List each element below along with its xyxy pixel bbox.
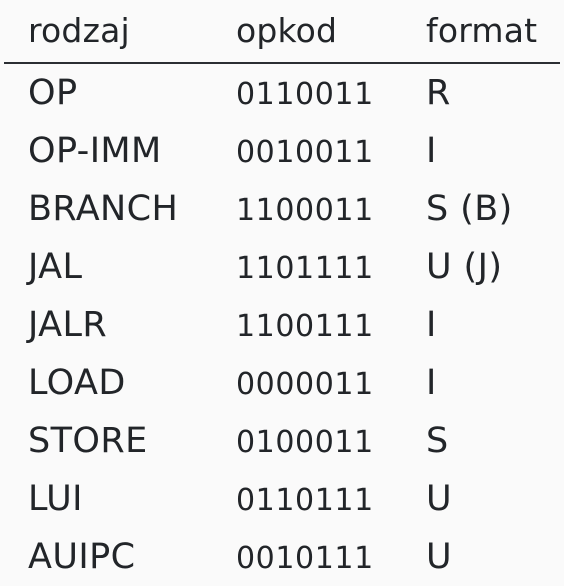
- cell-opkod: 0010011: [236, 135, 374, 170]
- table-row: AUIPC 0010111 U: [0, 528, 564, 586]
- cell-opkod: 1100011: [236, 193, 374, 228]
- cell-opkod: 0110111: [236, 483, 374, 518]
- cell-opkod: 0110011: [236, 77, 374, 112]
- cell-opkod: 0100011: [236, 425, 374, 460]
- header-rodzaj: rodzaj: [28, 11, 130, 50]
- header-rule: [4, 62, 560, 64]
- cell-rodzaj: LOAD: [28, 363, 126, 403]
- header-opkod: opkod: [236, 11, 338, 50]
- cell-format: I: [426, 363, 437, 403]
- cell-rodzaj: OP-IMM: [28, 131, 162, 171]
- cell-rodzaj: JALR: [28, 305, 108, 345]
- header-format: format: [426, 11, 538, 50]
- table-row: JALR 1100111 I: [0, 296, 564, 354]
- cell-format: I: [426, 305, 437, 345]
- cell-opkod: 1101111: [236, 251, 374, 286]
- cell-opkod: 0010111: [236, 541, 374, 576]
- cell-format: I: [426, 131, 437, 171]
- cell-opkod: 1100111: [236, 309, 374, 344]
- table-row: LUI 0110111 U: [0, 470, 564, 528]
- cell-rodzaj: OP: [28, 73, 78, 113]
- cell-rodzaj: AUIPC: [28, 537, 136, 577]
- cell-format: S (B): [426, 189, 513, 229]
- table-header: rodzaj opkod format: [0, 0, 564, 64]
- cell-format: S: [426, 421, 449, 461]
- cell-format: U: [426, 479, 453, 519]
- cell-rodzaj: STORE: [28, 421, 148, 461]
- table-row: BRANCH 1100011 S (B): [0, 180, 564, 238]
- table-row: OP-IMM 0010011 I: [0, 122, 564, 180]
- cell-opkod: 0000011: [236, 367, 374, 402]
- table-row: OP 0110011 R: [0, 64, 564, 122]
- cell-format: R: [426, 73, 451, 113]
- table-row: JAL 1101111 U (J): [0, 238, 564, 296]
- cell-rodzaj: BRANCH: [28, 189, 179, 229]
- cell-rodzaj: LUI: [28, 479, 83, 519]
- cell-format: U: [426, 537, 453, 577]
- cell-rodzaj: JAL: [28, 247, 83, 287]
- table-row: LOAD 0000011 I: [0, 354, 564, 412]
- cell-format: U (J): [426, 247, 503, 287]
- table-row: STORE 0100011 S: [0, 412, 564, 470]
